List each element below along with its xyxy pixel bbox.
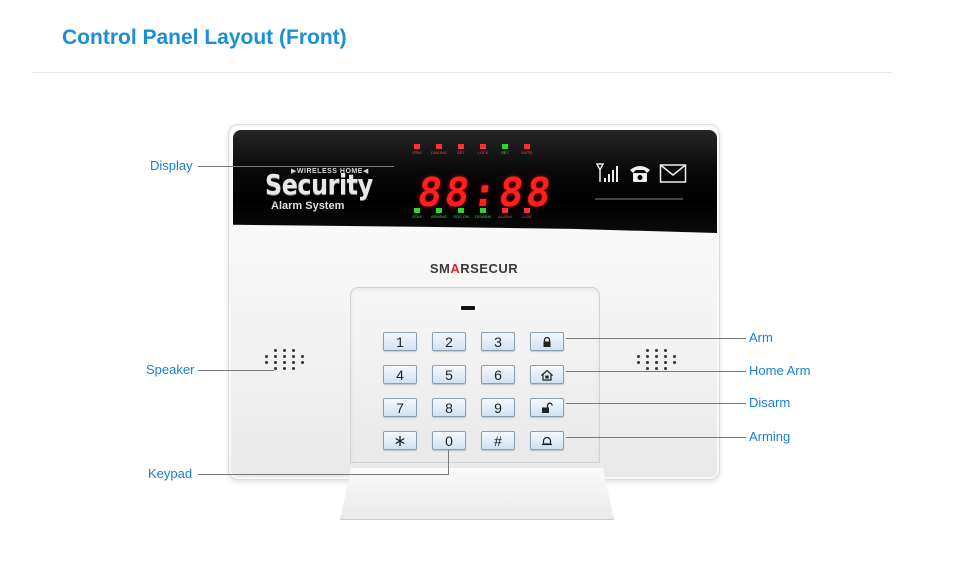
status-indicators-bottom: STAY ARMING SOS ON DISARM ALARM LOW bbox=[409, 208, 535, 219]
key-star[interactable] bbox=[383, 431, 417, 450]
indicator: SET bbox=[453, 144, 469, 155]
key-5[interactable]: 5 bbox=[432, 365, 466, 384]
indicator: SET bbox=[497, 144, 513, 155]
brand-logo: SMARSECUR bbox=[429, 261, 519, 276]
indicator: MUTE bbox=[519, 144, 535, 155]
callout-speaker: Speaker bbox=[146, 362, 195, 377]
disarm-icon bbox=[542, 402, 553, 413]
leader-line-disarm bbox=[566, 403, 746, 404]
page-title: Control Panel Layout (Front) bbox=[62, 26, 347, 49]
leader-line-keypad-vertical bbox=[448, 450, 449, 475]
status-indicators-top: GSM DIALING SET LOCK SET MUTE bbox=[409, 144, 535, 155]
leader-line-speaker bbox=[198, 370, 274, 371]
indicator: GSM bbox=[409, 144, 425, 155]
leader-line-home-arm bbox=[566, 371, 746, 372]
callout-arm: Arm bbox=[749, 330, 773, 345]
leader-line-arm bbox=[566, 338, 746, 339]
callout-arming: Arming bbox=[749, 429, 791, 444]
key-arm[interactable] bbox=[530, 332, 564, 351]
indicator: LOW bbox=[519, 208, 535, 219]
leader-line-arming bbox=[566, 437, 746, 438]
envelope-icon bbox=[659, 164, 687, 183]
key-9[interactable]: 9 bbox=[481, 398, 515, 417]
key-arming[interactable] bbox=[530, 431, 564, 450]
screen-band-label: WIRELESS HOME bbox=[296, 168, 363, 175]
keypad-bezel: 1 2 3 4 5 6 7 8 9 0 # bbox=[350, 287, 600, 463]
arm-icon bbox=[543, 336, 551, 347]
alarm-control-panel: ▶WIRELESS HOME◀ Security Alarm System GS… bbox=[228, 124, 720, 480]
indicator: LOCK bbox=[475, 144, 491, 155]
screen-brand-text: Security bbox=[265, 168, 373, 201]
screen-band-text: ▶WIRELESS HOME◀ bbox=[291, 168, 369, 175]
system-status-icons bbox=[595, 162, 687, 184]
right-speaker-grille bbox=[637, 349, 679, 370]
key-3[interactable]: 3 bbox=[481, 332, 515, 351]
key-7[interactable]: 7 bbox=[383, 398, 417, 417]
leader-line-display bbox=[198, 166, 394, 167]
key-6[interactable]: 6 bbox=[481, 365, 515, 384]
indicator: SOS ON bbox=[453, 208, 469, 219]
arming-icon bbox=[542, 436, 552, 445]
keypad: 1 2 3 4 5 6 7 8 9 0 # bbox=[383, 332, 564, 450]
title-divider bbox=[32, 72, 892, 73]
screen-gloss bbox=[233, 130, 717, 172]
leader-line-keypad bbox=[198, 474, 448, 475]
left-speaker-grille bbox=[265, 349, 307, 370]
key-2[interactable]: 2 bbox=[432, 332, 466, 351]
status-bar-line bbox=[595, 198, 683, 200]
keypad-indicator-slot bbox=[461, 306, 475, 310]
indicator: STAY bbox=[409, 208, 425, 219]
key-0[interactable]: 0 bbox=[432, 431, 466, 450]
key-1[interactable]: 1 bbox=[383, 332, 417, 351]
key-4[interactable]: 4 bbox=[383, 365, 417, 384]
key-disarm[interactable] bbox=[530, 398, 564, 417]
star-icon bbox=[395, 435, 405, 446]
key-home-arm[interactable] bbox=[530, 365, 564, 384]
callout-disarm: Disarm bbox=[749, 395, 791, 410]
indicator: DISARM bbox=[475, 208, 491, 219]
home-arm-icon bbox=[541, 369, 553, 381]
key-8[interactable]: 8 bbox=[432, 398, 466, 417]
indicator: ARMING bbox=[431, 208, 447, 219]
telephone-icon bbox=[630, 166, 650, 182]
screen-subtitle-text: Alarm System bbox=[271, 200, 345, 212]
callout-keypad: Keypad bbox=[148, 466, 193, 481]
indicator: ALARM bbox=[497, 208, 513, 219]
lcd-screen: ▶WIRELESS HOME◀ Security Alarm System GS… bbox=[233, 130, 717, 233]
indicator: DIALING bbox=[431, 144, 447, 155]
key-hash[interactable]: # bbox=[481, 431, 515, 450]
callout-home-arm: Home Arm bbox=[749, 363, 811, 378]
signal-icon bbox=[595, 163, 618, 182]
callout-display: Display bbox=[150, 158, 193, 173]
keypad-flip-cover[interactable] bbox=[340, 468, 614, 520]
